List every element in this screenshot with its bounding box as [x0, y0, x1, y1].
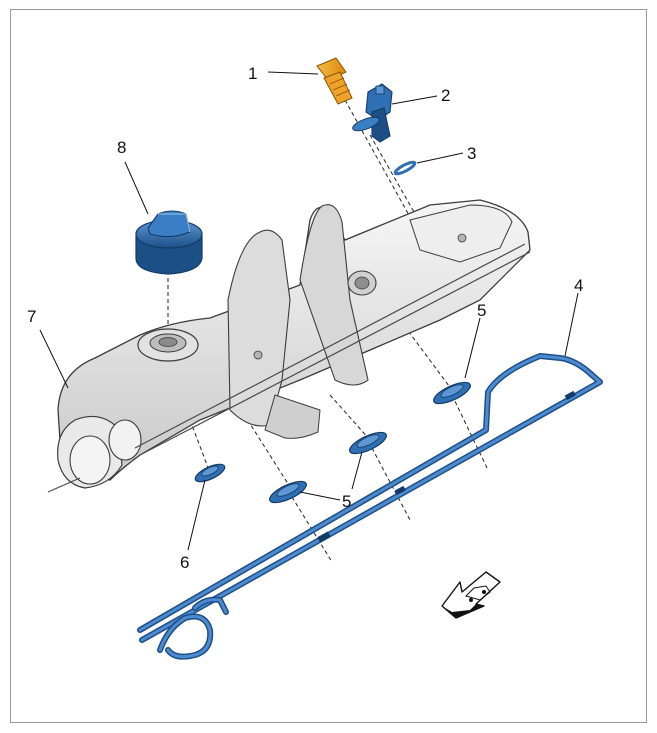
callout-5-lower: 5	[342, 492, 351, 511]
leader-8	[124, 161, 149, 215]
callout-7: 7	[27, 307, 36, 326]
callout-3: 3	[467, 144, 476, 163]
leader-5-upper	[464, 317, 481, 379]
tube-seal-upper-right	[433, 381, 471, 405]
tube-seal-middle	[349, 431, 387, 455]
camshaft-sensor	[352, 83, 393, 143]
diagram-frame	[10, 9, 647, 723]
oil-filler-cap	[135, 210, 203, 275]
filler-neck-seal	[194, 463, 226, 483]
leader-5-lower-b	[351, 451, 363, 490]
tube-seal-lower	[269, 480, 307, 504]
valve-cover-gasket	[137, 353, 603, 660]
callout-1: 1	[248, 64, 257, 83]
axis-seal-5b	[329, 394, 371, 441]
callout-6: 6	[180, 553, 189, 572]
callout-5-upper: 5	[477, 301, 486, 320]
valve-cover	[47, 199, 531, 493]
leader-lines	[39, 71, 579, 551]
callout-4: 4	[574, 276, 583, 295]
callout-2: 2	[441, 86, 450, 105]
front-of-vehicle-arrow-icon	[441, 571, 501, 619]
leader-3	[416, 152, 464, 164]
leader-7	[39, 329, 69, 389]
leader-4	[564, 292, 579, 357]
o-ring	[393, 160, 417, 176]
axis-bolt	[344, 99, 421, 236]
leader-6	[187, 479, 206, 551]
leader-2	[391, 95, 438, 105]
leader-5-lower-a	[299, 491, 341, 501]
callout-labels: 1 2 3 4 5 5 6 7 8	[27, 64, 583, 572]
bolt	[316, 57, 353, 105]
callout-8: 8	[117, 138, 126, 157]
leader-1	[267, 71, 319, 75]
